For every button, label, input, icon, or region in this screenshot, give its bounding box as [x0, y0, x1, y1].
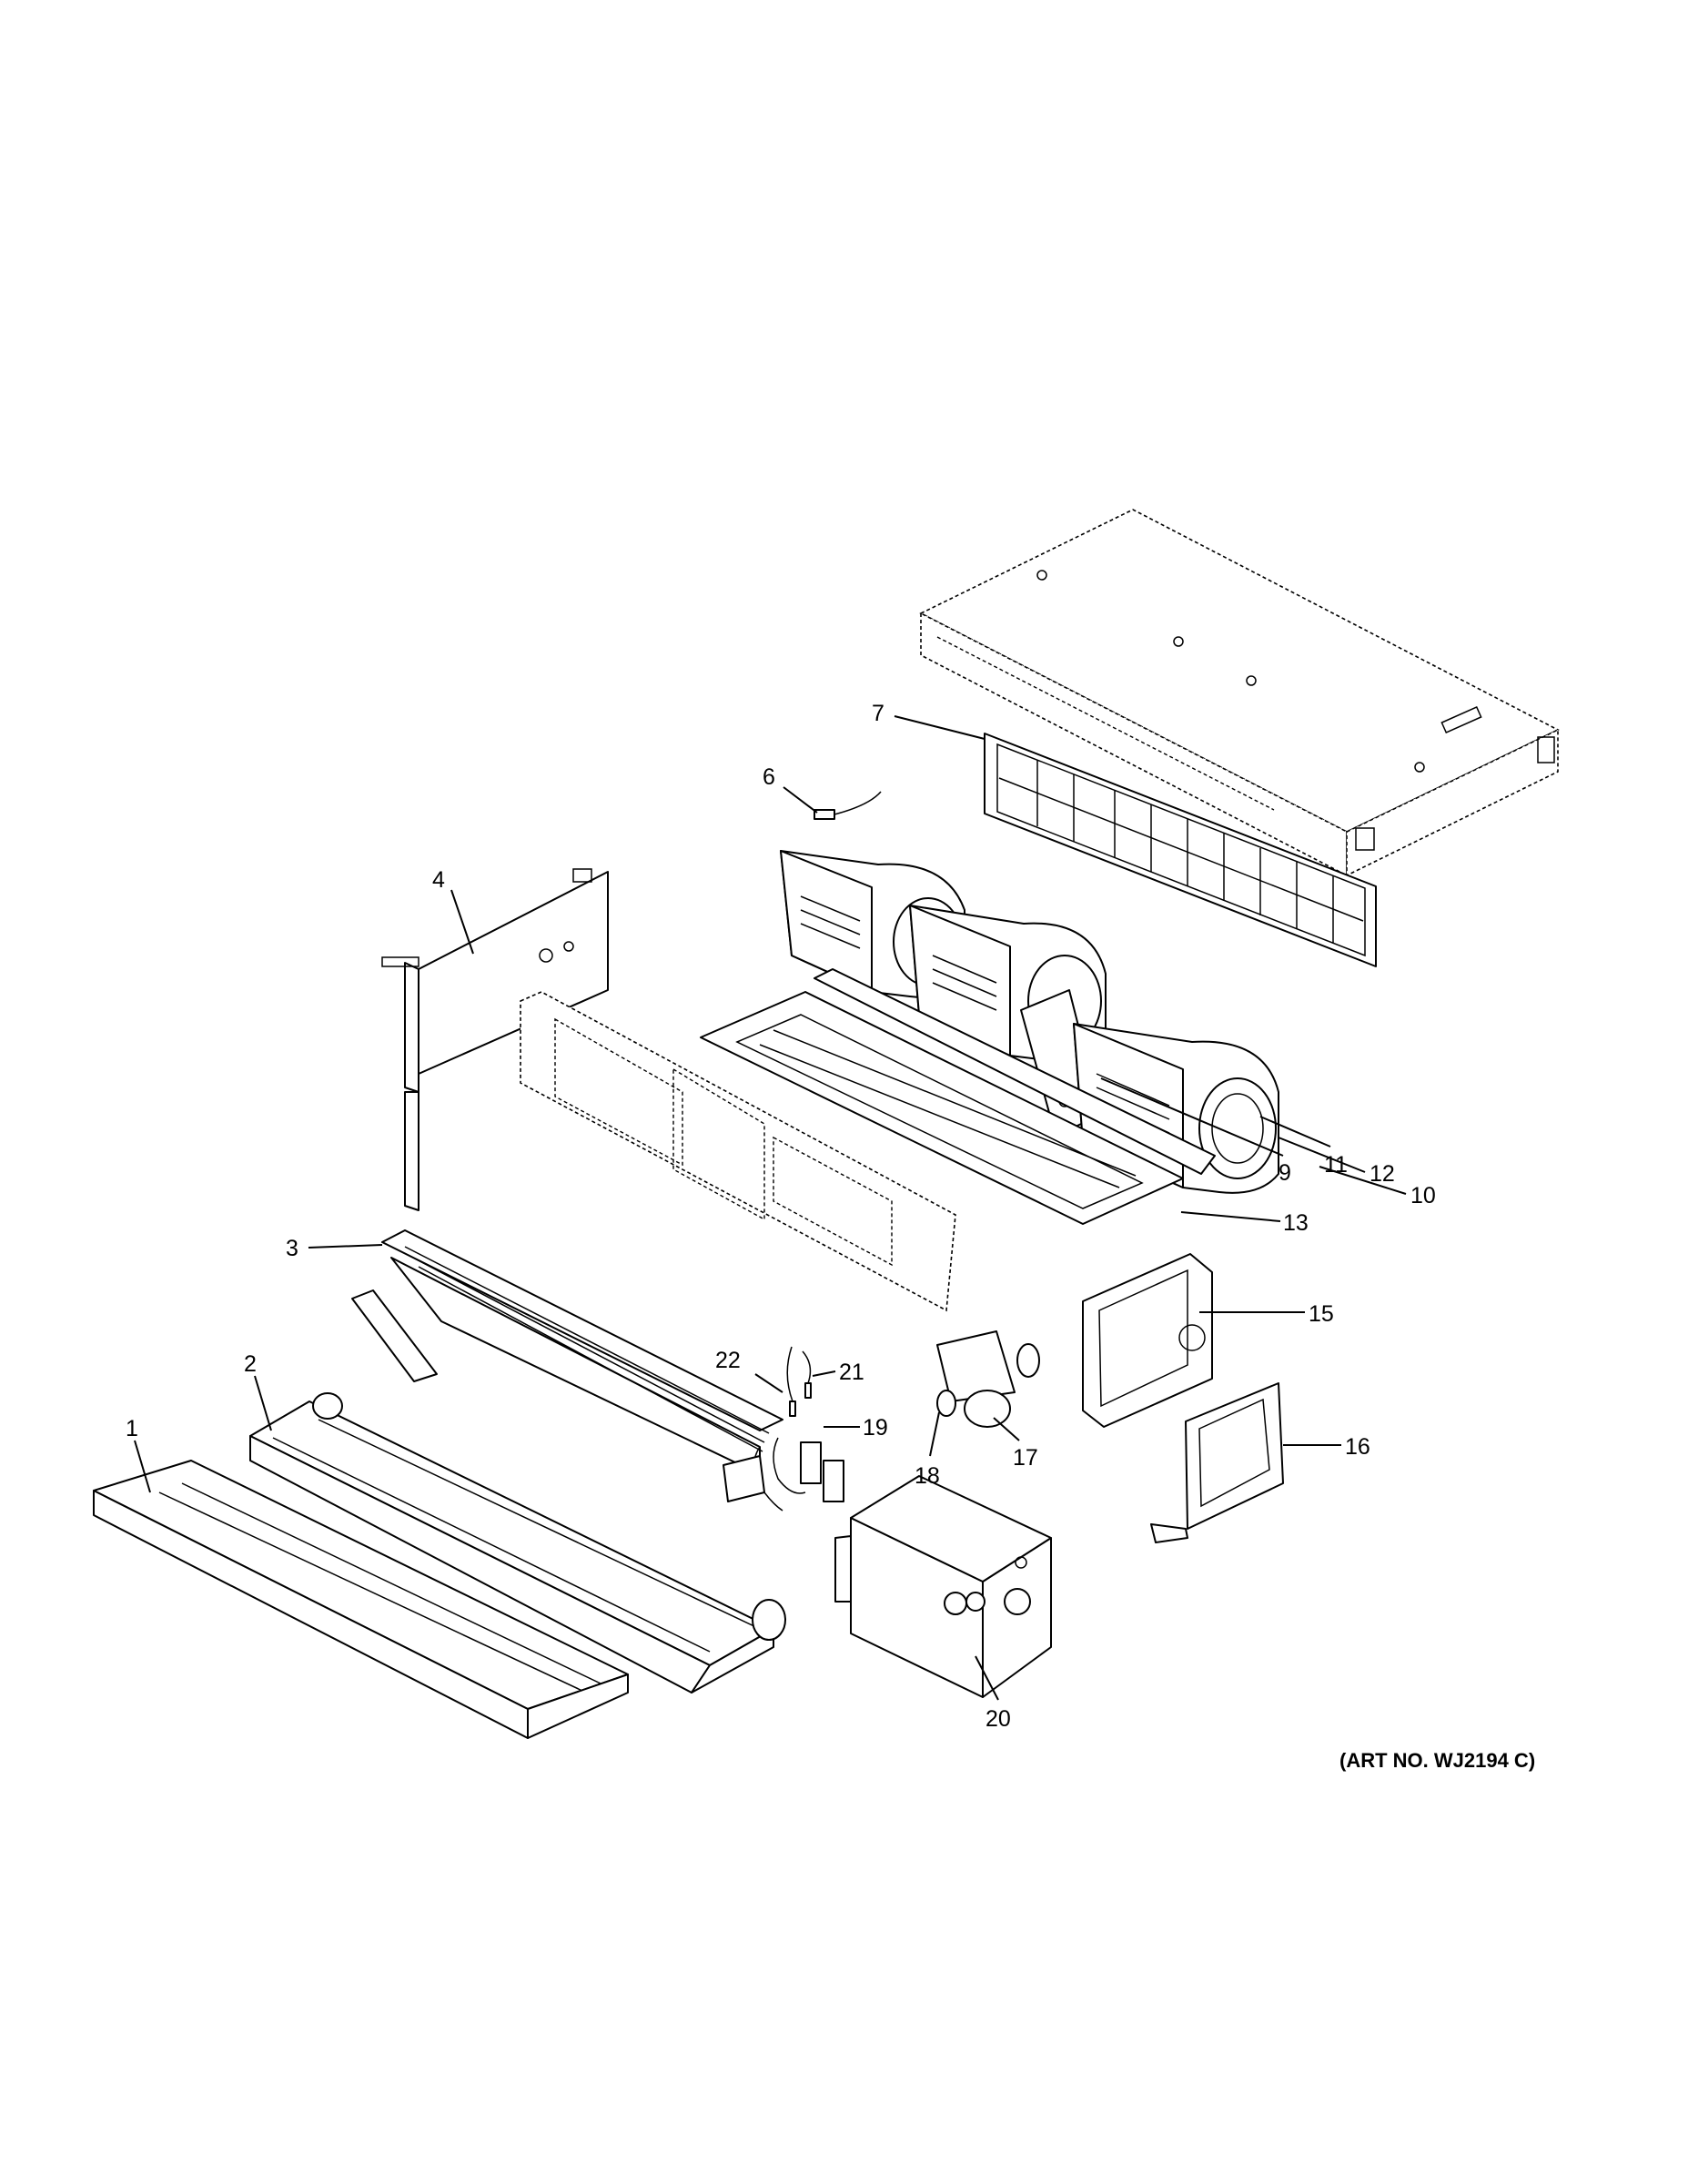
part-20-electrical-box — [834, 1475, 1052, 1698]
callout-3: 3 — [286, 1236, 298, 1261]
callout-19: 19 — [863, 1415, 888, 1441]
control-panel-outline — [520, 991, 956, 1312]
part-15-bracket — [1082, 1253, 1213, 1428]
callout-20: 20 — [986, 1706, 1011, 1732]
callout-2: 2 — [244, 1351, 257, 1377]
part-13-tray — [700, 968, 1216, 1225]
part-4-bracket — [381, 868, 609, 1211]
callout-11: 11 — [1324, 1152, 1348, 1178]
callout-21: 21 — [839, 1360, 864, 1385]
leader-lines — [134, 715, 1407, 1701]
part-2-drain-pan — [249, 1392, 786, 1694]
callout-9: 9 — [1279, 1160, 1291, 1186]
callout-4: 4 — [432, 867, 445, 893]
callout-15: 15 — [1309, 1301, 1334, 1327]
callout-13: 13 — [1283, 1210, 1309, 1236]
callout-22: 22 — [715, 1348, 741, 1373]
callout-16: 16 — [1345, 1434, 1370, 1460]
callout-7: 7 — [872, 701, 884, 726]
art-number: (ART NO. WJ2194 C) — [1339, 1749, 1535, 1772]
blower-assembly — [780, 850, 1279, 1194]
part-6-sensor — [814, 791, 882, 820]
callout-10: 10 — [1410, 1183, 1436, 1208]
valve-tubing-assembly — [723, 1330, 1040, 1512]
part-1-base-rail — [93, 1460, 629, 1739]
callout-1: 1 — [126, 1416, 138, 1441]
callout-12: 12 — [1370, 1161, 1395, 1187]
top-cover-outline — [919, 509, 1560, 877]
callout-18: 18 — [915, 1463, 940, 1489]
callout-labels: 1 2 3 4 6 7 9 10 11 12 13 15 16 17 18 19… — [126, 701, 1436, 1732]
part-7-filter — [984, 733, 1377, 967]
callout-17: 17 — [1013, 1445, 1038, 1471]
callout-6: 6 — [763, 764, 775, 790]
part-16-gasket — [1150, 1382, 1284, 1543]
part-3-coil — [351, 1229, 783, 1475]
